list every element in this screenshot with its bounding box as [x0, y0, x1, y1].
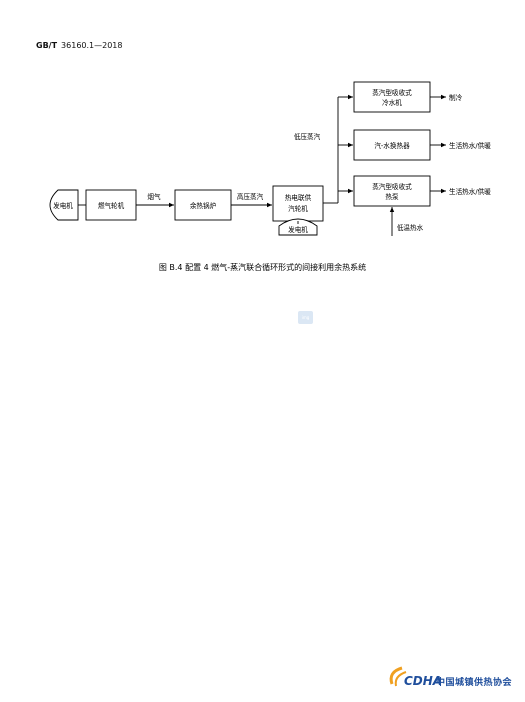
chp-turbine-label-2: 汽轮机 — [288, 204, 308, 213]
gas-turbine-box — [85, 189, 137, 221]
gas-turbine-label: 燃气轮机 — [98, 201, 125, 210]
figure-caption: 图 B.4 配置 4 燃气-蒸汽联合循环形式的间接利用余热系统 — [158, 263, 367, 272]
absorption-chiller-label-1: 蒸汽型吸收式 — [372, 88, 412, 97]
standard-number: 36160.1—2018 — [61, 41, 123, 50]
hot-water-heating-label-2: 生活热水/供暖 — [449, 187, 491, 196]
generator-left-label: 发电机 — [53, 201, 73, 210]
absorption-chiller-box — [353, 81, 431, 113]
generator-bottom-label: 发电机 — [288, 225, 308, 234]
generator-left-shape — [49, 189, 79, 221]
chp-turbine-label-1: 热电联供 — [285, 193, 312, 202]
hot-water-heating-label-1: 生活热水/供暖 — [449, 141, 491, 150]
waste-heat-boiler-label: 余热锅炉 — [190, 201, 217, 210]
standard-code: GB/T — [36, 41, 58, 50]
low-pressure-steam-label: 低压蒸汽 — [294, 132, 321, 141]
cdha-logo: CDHA — [389, 666, 442, 688]
absorption-heat-pump-box — [353, 175, 431, 207]
high-pressure-steam-label: 高压蒸汽 — [237, 192, 264, 201]
absorption-heat-pump-label-1: 蒸汽型吸收式 — [372, 182, 412, 191]
watermark-icon: img — [298, 311, 313, 324]
heat-exchanger-label: 汽-水换热器 — [374, 141, 410, 150]
chp-turbine-box — [272, 185, 324, 222]
absorption-heat-pump-label-2: 热泵 — [385, 192, 399, 201]
flue-gas-label: 烟气 — [147, 192, 161, 201]
logo-initials: CDHA — [404, 674, 442, 688]
refrigeration-label: 制冷 — [449, 93, 463, 102]
low-temp-hot-water-label: 低温热水 — [397, 223, 424, 232]
absorption-chiller-label-2: 冷水机 — [382, 98, 402, 107]
generator-bottom-shape — [278, 218, 318, 236]
logo-org-name: 中国城镇供热协会 — [436, 678, 513, 688]
